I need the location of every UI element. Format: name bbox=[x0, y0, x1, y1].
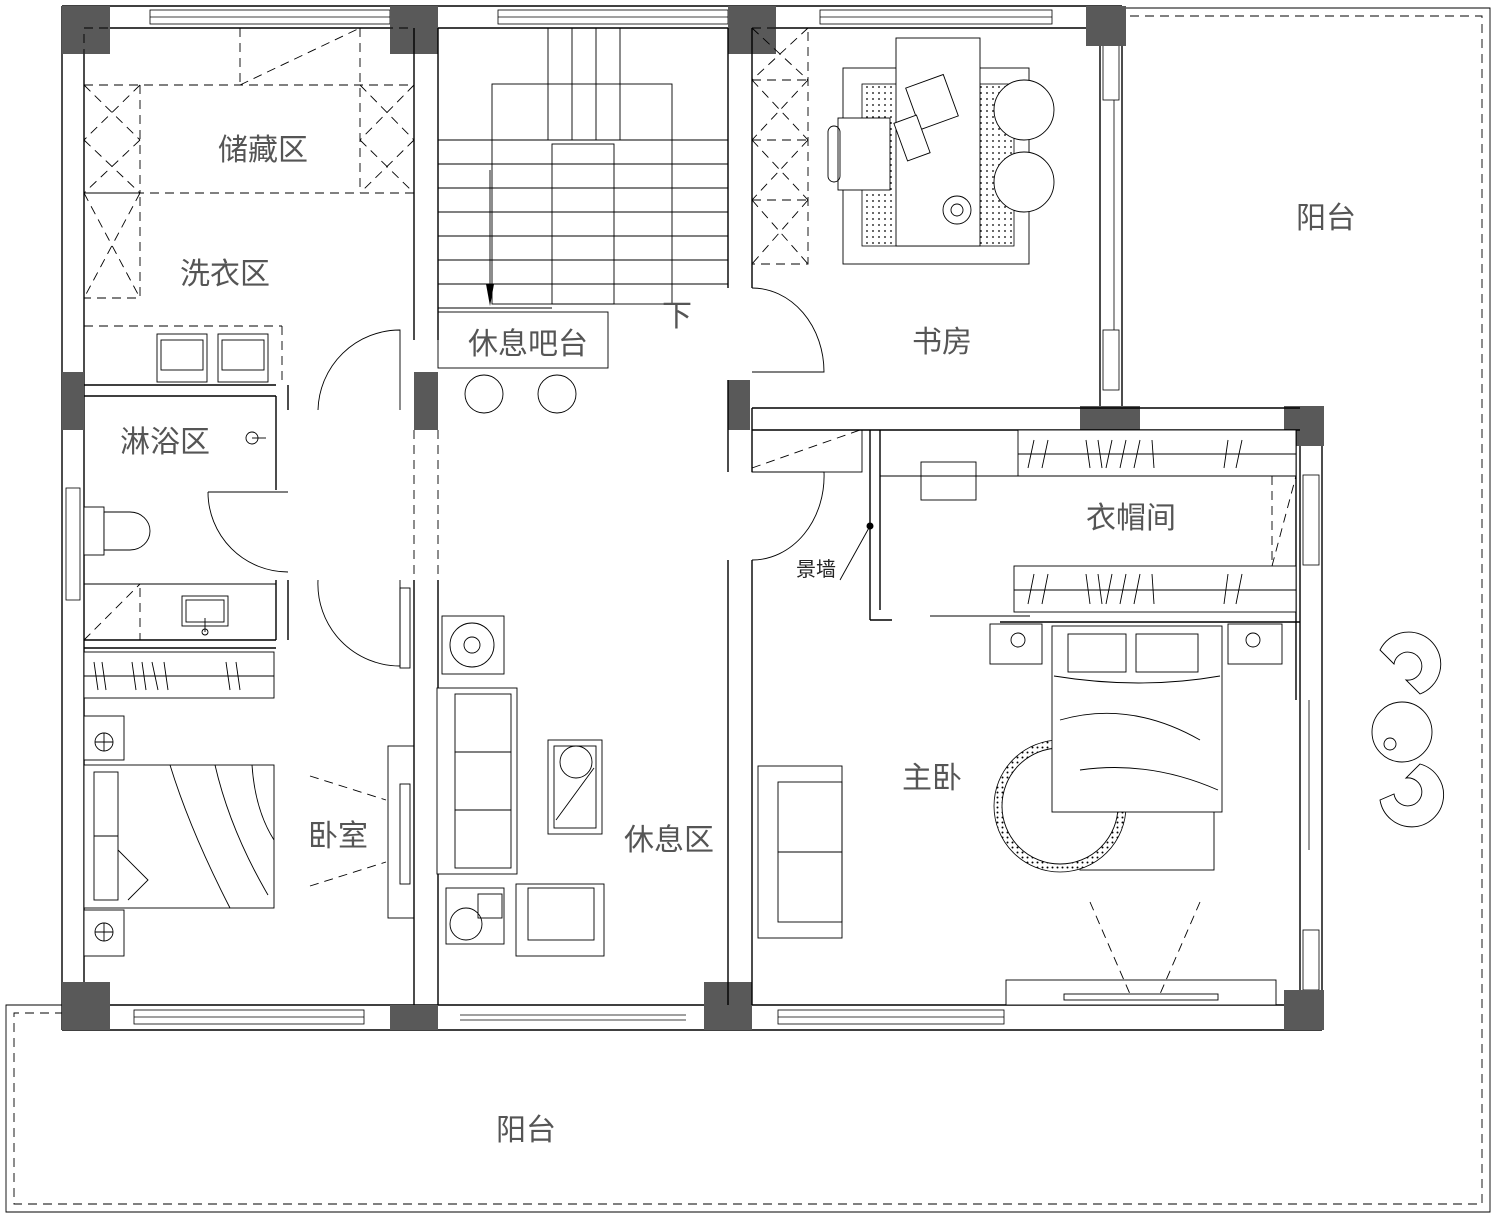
label-shower: 淋浴区 bbox=[120, 425, 210, 460]
label-bar: 休息吧台 bbox=[468, 327, 588, 362]
label-balcony-south: 阳台 bbox=[496, 1113, 556, 1148]
bathroom-fixtures bbox=[83, 431, 276, 641]
label-closet: 衣帽间 bbox=[1086, 501, 1176, 536]
label-stair-down: 下 bbox=[662, 299, 692, 334]
label-storage: 储藏区 bbox=[218, 133, 308, 168]
doors bbox=[207, 287, 825, 919]
room-labels: 储藏区 洗衣区 淋浴区 卧室 休息吧台 休息区 书房 衣帽间 主卧 阳台 阳台 … bbox=[120, 133, 1356, 1148]
label-feature-wall: 景墙 bbox=[796, 557, 836, 581]
label-laundry: 洗衣区 bbox=[180, 257, 270, 292]
balcony-chairs bbox=[1371, 631, 1445, 828]
stairs bbox=[438, 28, 728, 309]
study-furniture bbox=[751, 27, 1055, 265]
label-lounge: 休息区 bbox=[624, 823, 714, 858]
master-furniture bbox=[757, 522, 1283, 1006]
closet-fixtures bbox=[751, 429, 1297, 613]
storage-laundry-fixtures bbox=[83, 27, 415, 385]
label-study: 书房 bbox=[912, 325, 972, 360]
label-bedroom: 卧室 bbox=[308, 819, 368, 854]
balcony-outlines bbox=[5, 7, 1491, 1213]
bedroom-fixtures bbox=[83, 651, 387, 957]
lounge-furniture bbox=[436, 615, 605, 957]
label-balcony-east: 阳台 bbox=[1296, 201, 1356, 236]
bar-fixtures bbox=[437, 311, 609, 414]
label-master: 主卧 bbox=[902, 761, 962, 796]
